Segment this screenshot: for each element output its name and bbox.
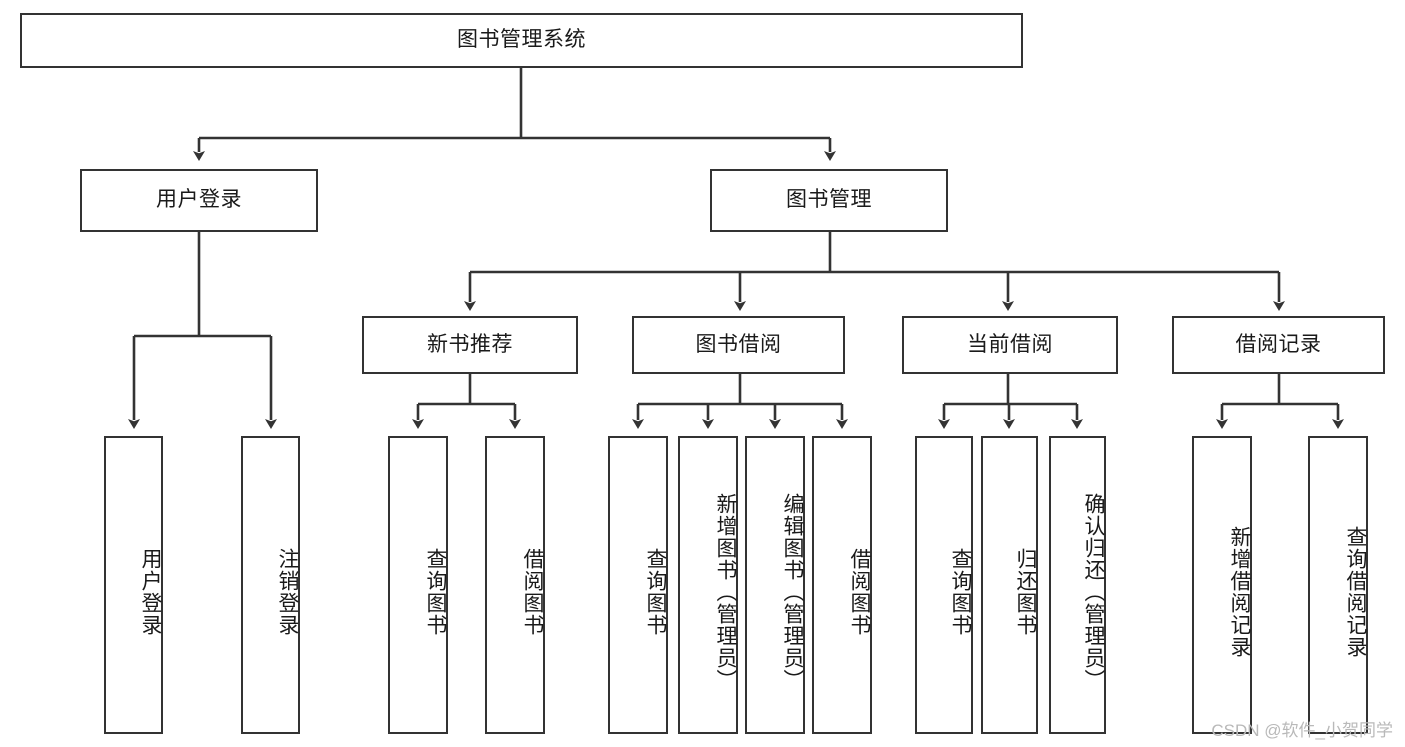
node-leaf-borrow-book-rec[interactable]: 借阅图书 xyxy=(485,436,545,734)
node-leaf-user-logout[interactable]: 注销登录 xyxy=(241,436,300,734)
node-leaf-add-book-admin[interactable]: 新增图书（管理员） xyxy=(678,436,738,734)
node-leaf-query-book-borrow[interactable]: 查询图书 xyxy=(608,436,668,734)
node-leaf-borrow-book[interactable]: 借阅图书 xyxy=(812,436,872,734)
node-new-book-recommend[interactable]: 新书推荐 xyxy=(362,316,578,374)
node-book-management[interactable]: 图书管理 xyxy=(710,169,948,232)
node-leaf-add-book-admin-label: 新增图书（管理员） xyxy=(714,493,737,691)
node-leaf-query-borrow-record[interactable]: 查询借阅记录 xyxy=(1308,436,1368,734)
node-leaf-user-login[interactable]: 用户登录 xyxy=(104,436,163,734)
node-root[interactable]: 图书管理系统 xyxy=(20,13,1023,68)
node-borrow-record-label: 借阅记录 xyxy=(1235,332,1322,356)
node-current-borrow-label: 当前借阅 xyxy=(967,332,1053,356)
node-root-label: 图书管理系统 xyxy=(457,28,586,52)
node-borrow-record[interactable]: 借阅记录 xyxy=(1172,316,1385,374)
node-leaf-edit-book-admin-label: 编辑图书（管理员） xyxy=(781,493,804,691)
node-leaf-query-book-rec[interactable]: 查询图书 xyxy=(388,436,448,734)
node-leaf-query-book-current-label: 查询图书 xyxy=(949,548,972,636)
node-leaf-borrow-book-label: 借阅图书 xyxy=(848,548,871,636)
node-leaf-confirm-return-admin[interactable]: 确认归还（管理员） xyxy=(1049,436,1106,734)
watermark-text: CSDN @软件_小贺同学 xyxy=(1211,721,1393,740)
node-book-borrow[interactable]: 图书借阅 xyxy=(632,316,845,374)
node-book-management-label: 图书管理 xyxy=(786,188,872,212)
node-user-login-label: 用户登录 xyxy=(156,188,242,212)
node-leaf-query-book-current[interactable]: 查询图书 xyxy=(915,436,973,734)
node-leaf-return-book-label: 归还图书 xyxy=(1014,548,1037,636)
node-current-borrow[interactable]: 当前借阅 xyxy=(902,316,1118,374)
node-leaf-query-book-rec-label: 查询图书 xyxy=(424,548,447,636)
node-leaf-add-borrow-record-label: 新增借阅记录 xyxy=(1228,526,1251,658)
node-leaf-add-borrow-record[interactable]: 新增借阅记录 xyxy=(1192,436,1252,734)
node-leaf-confirm-return-admin-label: 确认归还（管理员） xyxy=(1082,493,1105,691)
node-leaf-edit-book-admin[interactable]: 编辑图书（管理员） xyxy=(745,436,805,734)
node-new-book-recommend-label: 新书推荐 xyxy=(427,332,513,356)
node-leaf-query-book-borrow-label: 查询图书 xyxy=(644,548,667,636)
node-leaf-return-book[interactable]: 归还图书 xyxy=(981,436,1038,734)
node-user-login[interactable]: 用户登录 xyxy=(80,169,318,232)
node-book-borrow-label: 图书借阅 xyxy=(695,332,782,356)
node-leaf-user-login-label: 用户登录 xyxy=(139,548,162,636)
node-leaf-query-borrow-record-label: 查询借阅记录 xyxy=(1344,526,1367,658)
node-leaf-borrow-book-rec-label: 借阅图书 xyxy=(521,548,544,636)
node-leaf-user-logout-label: 注销登录 xyxy=(276,548,299,636)
